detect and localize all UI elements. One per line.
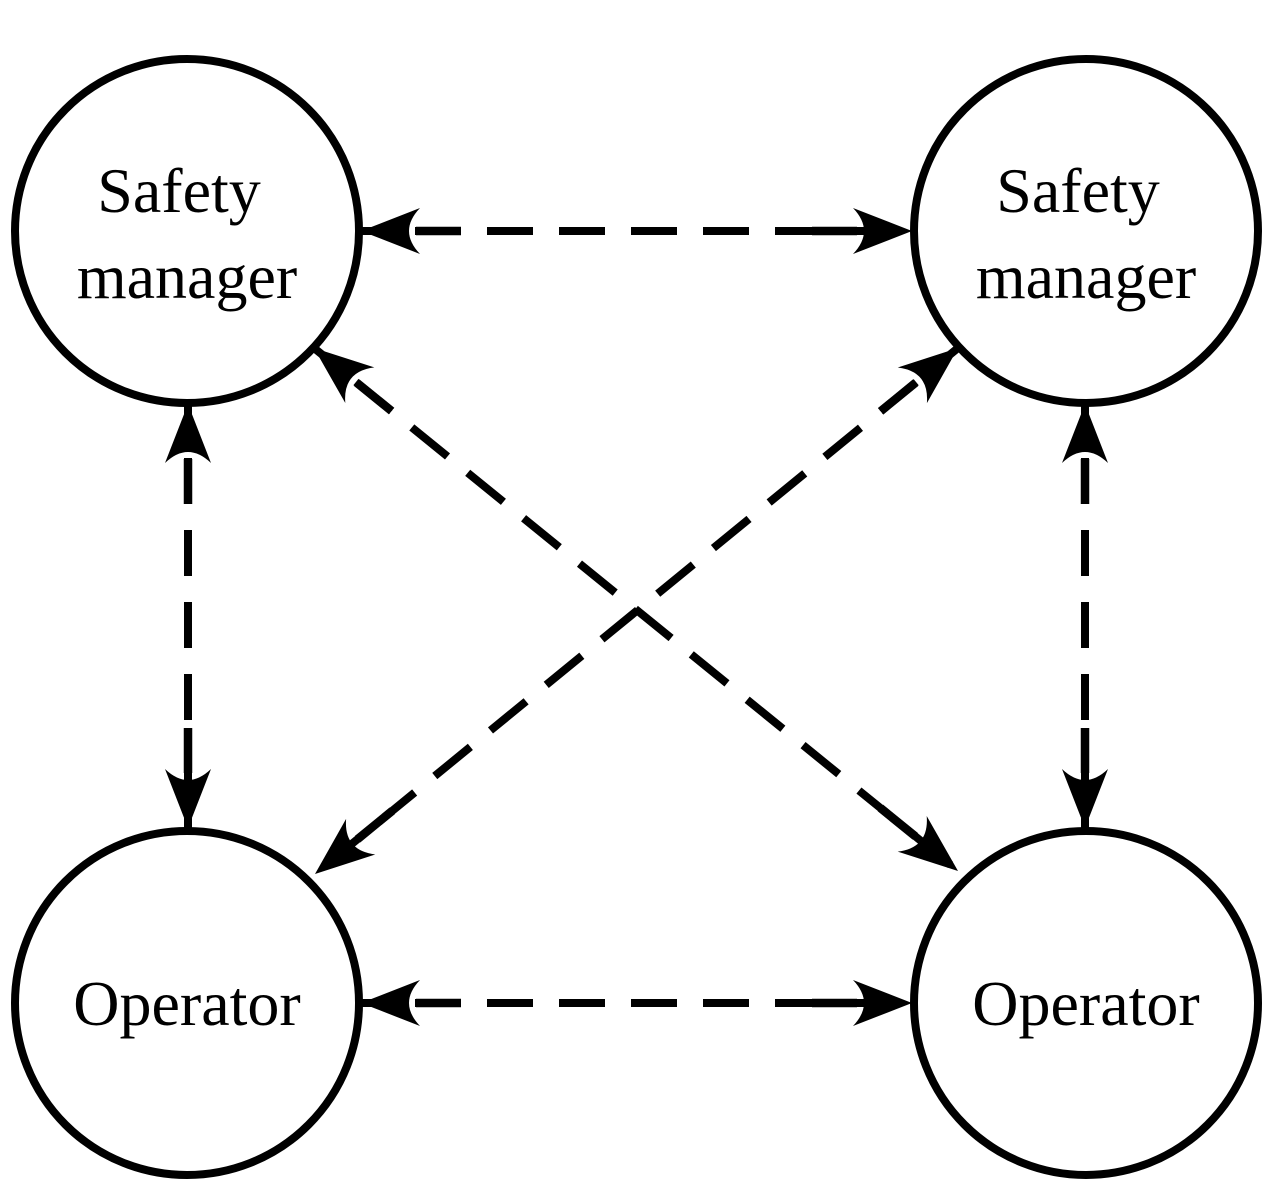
node-circle <box>910 55 1262 407</box>
node-operator-bottom-left: Operator <box>11 827 363 1179</box>
edge-group <box>165 208 1108 1026</box>
node-label-line: Operator <box>73 968 300 1039</box>
node-label: Operator <box>73 968 300 1039</box>
node-label-line: manager <box>976 241 1196 312</box>
node-label: Safety manager <box>77 155 297 312</box>
edge-right-manager-to-left-operator <box>312 344 961 878</box>
node-label-line: Safety <box>97 155 261 226</box>
node-circle <box>910 827 1262 1179</box>
node-circle <box>11 827 363 1179</box>
node-label: Safety manager <box>976 155 1196 312</box>
node-label: Operator <box>972 968 1199 1039</box>
node-safety-manager-top-right: Safety manager <box>910 55 1262 407</box>
node-label-line: manager <box>77 241 297 312</box>
node-label-line: Safety <box>996 155 1160 226</box>
node-operator-bottom-right: Operator <box>910 827 1262 1179</box>
node-circle <box>11 55 363 407</box>
node-label-line: Operator <box>972 968 1199 1039</box>
node-safety-manager-top-left: Safety manager <box>11 55 363 407</box>
